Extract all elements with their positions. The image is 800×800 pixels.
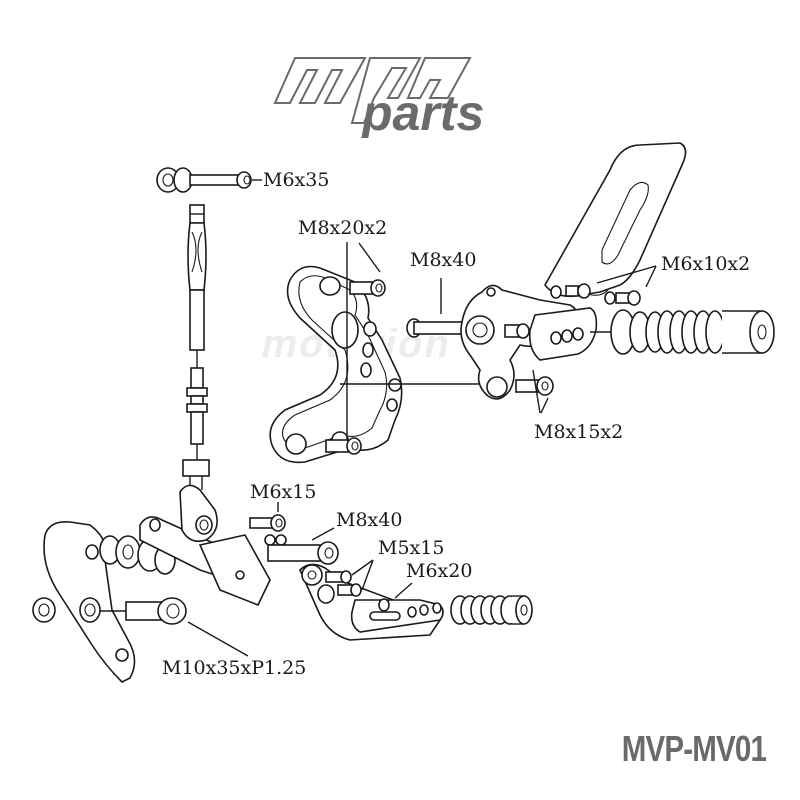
leader-m6x20 bbox=[394, 582, 413, 599]
bolt-m6x15 bbox=[249, 514, 287, 546]
label-m8x15x2: M8x15x2 bbox=[534, 421, 623, 443]
shift-rod bbox=[182, 204, 210, 490]
heel-guard bbox=[544, 142, 687, 306]
bearings-lower bbox=[99, 535, 176, 575]
leader-m6x10x2-b bbox=[645, 265, 657, 288]
logo-mv-outline bbox=[273, 57, 472, 124]
footpeg-upper bbox=[610, 309, 775, 355]
label-m6x15: M6x15 bbox=[250, 481, 316, 503]
mounting-plate-lower bbox=[32, 520, 136, 683]
shift-lever bbox=[299, 563, 444, 641]
bolt-m6x35 bbox=[156, 167, 252, 193]
leader-m5x15-a bbox=[351, 559, 374, 576]
bolt-m10x35 bbox=[125, 597, 187, 625]
label-m6x35: M6x35 bbox=[263, 169, 329, 191]
label-m8x20x2: M8x20x2 bbox=[298, 217, 387, 239]
product-code: MVP-MV01 bbox=[621, 728, 767, 769]
label-m8x40-lower: M8x40 bbox=[336, 509, 402, 531]
leader-m8x40-lower bbox=[311, 527, 335, 541]
footpeg-bracket-upper bbox=[460, 284, 598, 400]
leader-m8x20x2-b bbox=[358, 242, 381, 273]
mounting-plate-upper bbox=[269, 265, 403, 464]
label-m6x20: M6x20 bbox=[406, 560, 472, 582]
mv-parts-logo: parts bbox=[273, 57, 484, 138]
label-m8x40-upper: M8x40 bbox=[410, 249, 476, 271]
leader-m10x35 bbox=[187, 621, 249, 657]
logo-parts-text: parts bbox=[360, 85, 484, 138]
bolts-m8x20x2 bbox=[325, 279, 386, 455]
shift-arm bbox=[139, 484, 271, 607]
leader-m6x10x2-a bbox=[596, 265, 657, 284]
bolt-m8x40-upper bbox=[406, 318, 465, 338]
leader-m8x15x2-b bbox=[540, 397, 549, 414]
label-m5x15: M5x15 bbox=[378, 537, 444, 559]
bolt-m8x40-lower bbox=[267, 541, 339, 565]
footpeg-lower bbox=[450, 595, 533, 625]
leader-m5x15-b bbox=[361, 559, 374, 591]
leader-m8x15x2-a bbox=[532, 369, 541, 414]
label-m10x35: M10x35xP1.25 bbox=[162, 657, 306, 679]
label-m6x10x2: M6x10x2 bbox=[661, 253, 750, 275]
